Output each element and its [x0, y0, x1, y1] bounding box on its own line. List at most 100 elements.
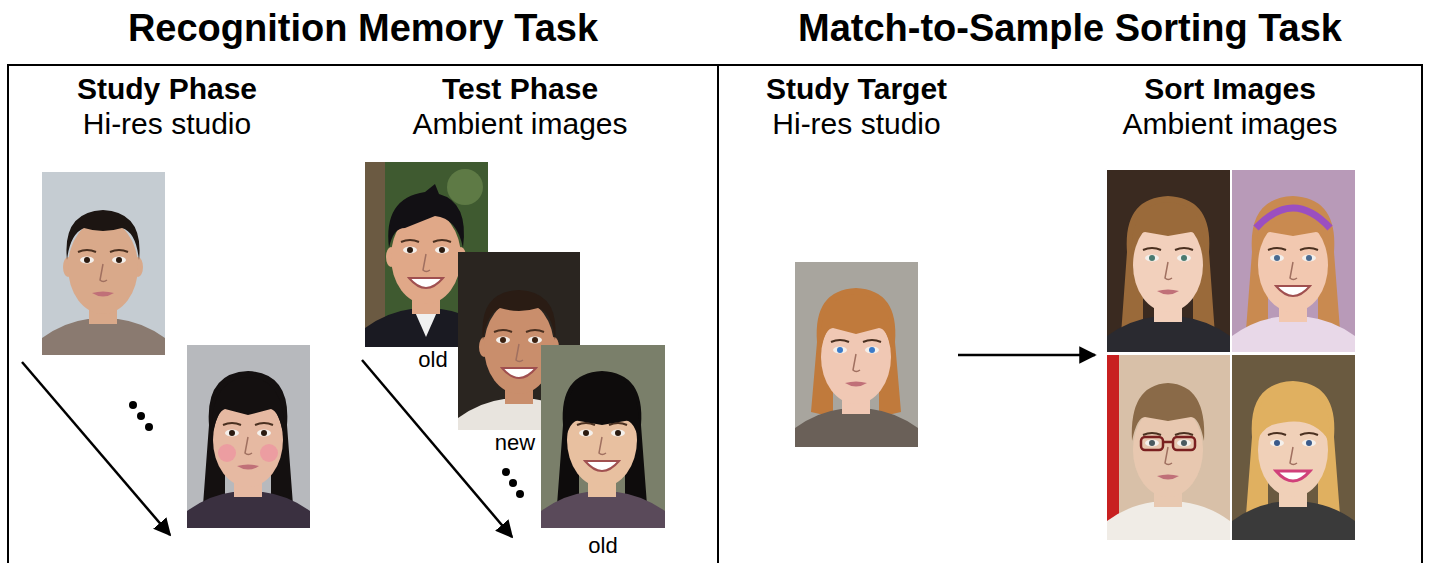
face-photo-part — [541, 345, 665, 528]
status-label: old — [588, 533, 617, 559]
ellipsis-dots-part — [137, 412, 145, 420]
face-photo-part — [212, 377, 284, 437]
face-photo-part — [577, 423, 627, 455]
status-label: old — [418, 347, 447, 373]
sequence-arrow — [22, 362, 170, 535]
face-photo — [187, 345, 310, 528]
face-photo-part — [237, 465, 259, 470]
face-photo-part — [1157, 290, 1179, 295]
face-photo — [1232, 170, 1355, 352]
face-photo-part — [409, 278, 443, 288]
face-photo-part — [1232, 170, 1355, 352]
face-photo-part — [1107, 170, 1230, 352]
ellipsis-dots-part — [145, 423, 153, 431]
face-photo-part — [415, 312, 437, 337]
connector-arrow — [958, 354, 1095, 357]
face-photo-part — [795, 409, 918, 447]
face-photo-part — [218, 444, 236, 462]
face-photo-part — [187, 492, 310, 528]
column-subheading: Hi-res studio — [83, 106, 251, 142]
ellipsis-dots-part — [509, 479, 517, 487]
column-heading: Sort Images — [1144, 72, 1316, 106]
face-photo-part — [1107, 502, 1230, 540]
face-photo-part — [1143, 248, 1193, 280]
face-photo-part — [401, 240, 451, 272]
face-photo-part — [795, 262, 918, 447]
face-photo-part — [1254, 383, 1329, 445]
phase-column: Sort ImagesAmbient images — [1095, 72, 1365, 547]
ellipsis-dots-part — [129, 401, 137, 409]
face-photo-part — [42, 172, 165, 355]
panel-heading: Match-to-Sample Sorting Task — [798, 6, 1342, 50]
face-photo-part — [502, 368, 536, 378]
face-photo-part — [831, 340, 881, 372]
face-photo-part — [260, 444, 278, 462]
phase-column: Study PhaseHi-res studio — [37, 72, 297, 452]
phase-column: Test PhaseAmbient images — [390, 72, 650, 452]
face-photo-part — [1232, 317, 1355, 352]
column-heading: Study Target — [766, 72, 947, 106]
face-photo-part — [557, 371, 647, 510]
face-photo-part — [1257, 202, 1329, 256]
face-photo — [42, 172, 165, 355]
face-photo-part — [1121, 196, 1215, 338]
ellipsis-dots — [129, 401, 153, 431]
face-photo-part — [1232, 355, 1355, 540]
face-photo-part — [1276, 286, 1310, 296]
panel-heading: Recognition Memory Task — [128, 6, 598, 50]
column-subheading: Ambient images — [1122, 106, 1337, 142]
face-photo-part — [1246, 381, 1340, 520]
face-photo-part — [1268, 433, 1318, 465]
panel-divider — [717, 65, 719, 563]
face-photo-part — [1141, 437, 1195, 450]
face-photo — [795, 262, 918, 447]
panel-frame — [8, 65, 1422, 563]
face-photo-part — [1107, 355, 1119, 540]
face-photo-part — [223, 423, 273, 455]
face-photo-part — [1107, 317, 1230, 352]
face-photo-part — [541, 492, 665, 528]
face-photo-part — [68, 220, 138, 314]
face-photo-part — [1256, 208, 1330, 228]
face-photo-part — [811, 288, 901, 417]
face-photo-part — [1246, 196, 1340, 335]
sequence-arrow — [362, 360, 512, 537]
face-photo — [1107, 170, 1230, 352]
face-photo-part-part — [1141, 437, 1163, 450]
phase-column: Study TargetHi-res studio — [755, 72, 958, 452]
face-photo-part — [203, 371, 293, 510]
face-photo-part — [494, 330, 544, 362]
column-heading: Test Phase — [442, 72, 598, 106]
status-label: new — [495, 430, 535, 456]
face-photo-part — [1107, 355, 1230, 540]
face-photo — [1107, 355, 1230, 540]
ellipsis-dots-part — [516, 490, 524, 498]
face-photo-part — [92, 292, 114, 297]
face-photo-part — [1232, 502, 1355, 540]
ellipsis-dots — [502, 468, 524, 498]
face-photo-part — [482, 290, 555, 340]
face-photo-part — [1157, 475, 1179, 480]
face-photo-part — [1276, 471, 1310, 481]
face-photo-part — [447, 169, 483, 205]
face-photo-part — [820, 294, 892, 352]
face-photo-part — [1132, 383, 1204, 441]
face-photo-part — [187, 345, 310, 528]
ellipsis-dots-part — [502, 468, 510, 476]
face-photo-part — [1268, 248, 1318, 280]
face-photo-part-part — [1163, 441, 1173, 444]
face-photo — [541, 345, 665, 528]
task-panel: Recognition Memory TaskStudy PhaseHi-res… — [8, 0, 718, 563]
column-heading: Study Phase — [77, 72, 257, 106]
task-panel: Match-to-Sample Sorting TaskStudy Target… — [718, 0, 1422, 563]
face-photo-part — [1132, 202, 1204, 256]
face-photo-part-part — [1173, 437, 1195, 450]
column-subheading: Ambient images — [412, 106, 627, 142]
face-photo-part — [845, 382, 867, 387]
face-photo-part — [585, 461, 619, 471]
column-subheading: Hi-res studio — [772, 106, 940, 142]
face-photo-part — [388, 184, 464, 248]
face-photo-part — [565, 373, 640, 440]
